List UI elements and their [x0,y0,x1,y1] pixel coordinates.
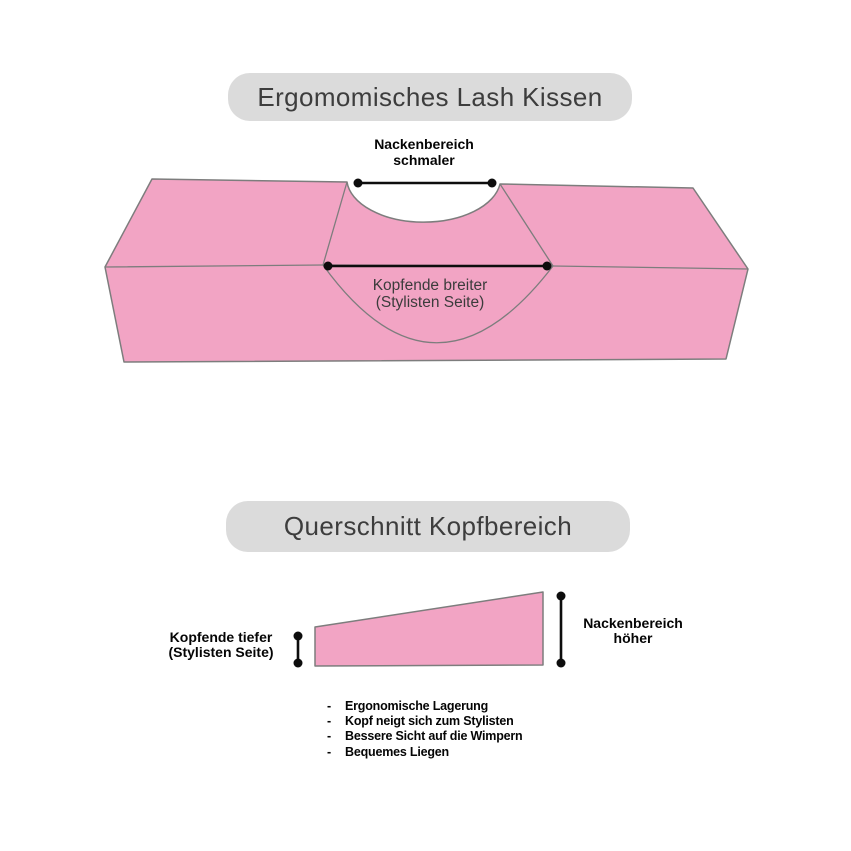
list-item: - Kopf neigt sich zum Stylisten [327,714,522,729]
head-end-deeper-label-line1: Kopfende tiefer [169,629,273,645]
benefit-label: Kopf neigt sich zum Stylisten [345,714,514,729]
measure-dot [542,261,552,271]
title-banner-top: Ergomomisches Lash Kissen [228,73,632,121]
neck-width-measure [353,178,497,188]
bullet-dash: - [327,699,331,713]
pillow-top-view [104,178,749,363]
head-end-height-measure [293,631,303,668]
bullet-dash: - [327,714,331,729]
neck-narrower-label-line1: Nackenbereich [374,136,474,152]
measure-dot [487,178,497,188]
measure-dot [556,591,566,601]
pillow-body-shape [104,178,749,363]
measure-dot [293,658,303,668]
measure-dot [353,178,363,188]
pillow-right-crease [499,183,554,267]
head-wider-label-line1: Kopfende breiter [372,277,488,294]
neck-narrower-label-line2: schmaler [393,152,455,168]
measure-dot [556,658,566,668]
list-item: - Ergonomische Lagerung [327,699,522,714]
benefits-list: - Ergonomische Lagerung - Kopf neigt sic… [327,699,523,760]
head-width-measure [323,261,552,271]
benefit-label: Bequemes Liegen [345,744,449,759]
benefit-label: Bessere Sicht auf die Wimpern [345,729,523,744]
head-wider-label: Kopfende breiter (Stylisten Seite) [330,277,530,311]
measure-dot [323,261,333,271]
list-item: - Bequemes Liegen [327,745,522,760]
bullet-dash: - [327,744,331,759]
cross-section-shape [314,591,544,667]
cross-section-view [293,591,566,668]
neck-narrower-label: Nackenbereich schmaler [324,136,524,168]
neck-higher-label-line1: Nackenbereich [583,615,683,631]
neck-higher-label: Nackenbereich höher [533,616,733,646]
neck-height-measure [556,591,566,668]
neck-higher-label-line2: höher [613,630,653,646]
measure-dot [293,631,303,641]
head-wider-label-line2: (Stylisten Seite) [375,293,485,311]
head-cradle-curve [322,264,554,344]
bullet-dash: - [327,729,331,744]
title-banner-cross-section: Querschnitt Kopfbereich [226,501,630,552]
list-item: - Bessere Sicht auf die Wimpern [327,729,523,744]
head-end-deeper-label: Kopfende tiefer (Stylisten Seite) [121,630,321,659]
head-end-deeper-label-line2: (Stylisten Seite) [168,643,274,660]
pillow-left-crease [322,181,348,266]
title-banner-cross-section-label: Querschnitt Kopfbereich [283,511,573,541]
benefit-label: Ergonomische Lagerung [345,699,489,713]
title-banner-top-label: Ergomomisches Lash Kissen [257,81,603,112]
